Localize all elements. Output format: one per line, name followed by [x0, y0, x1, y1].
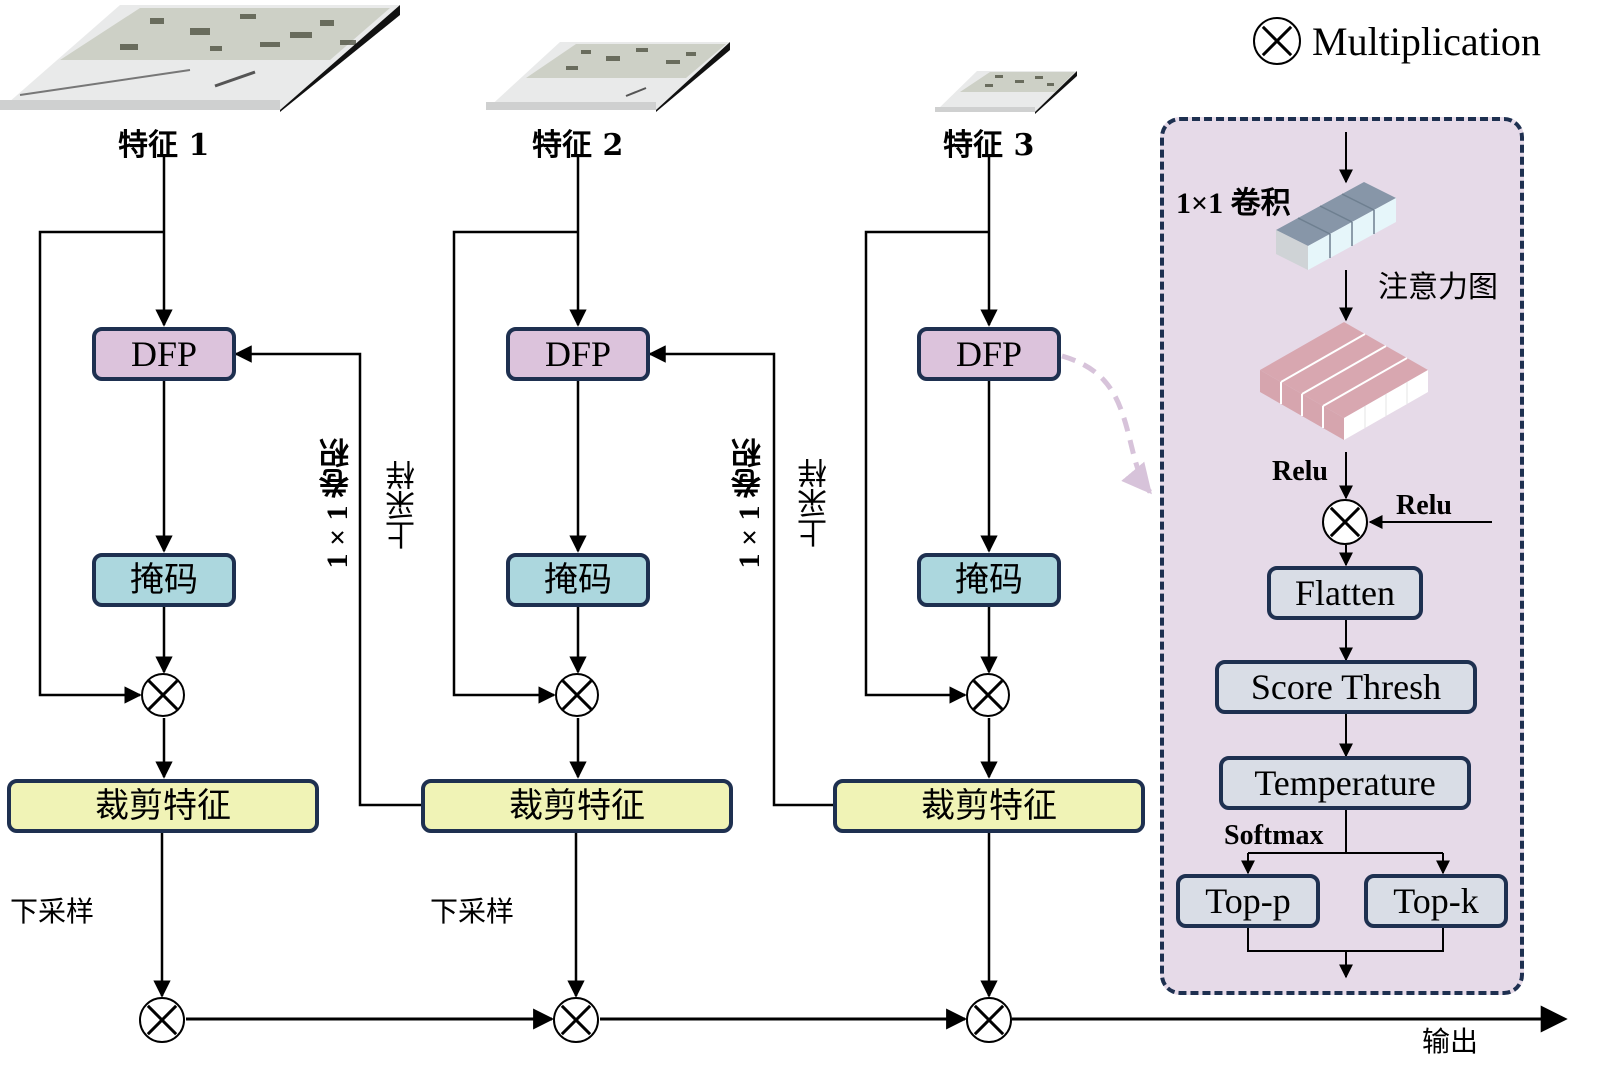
dashed-link-dfp3-to-panel — [1061, 353, 1152, 495]
crop-feature-block-1-label: 裁剪特征 — [95, 786, 231, 826]
mask-block-3-label: 掩码 — [955, 560, 1023, 600]
dfp-block-2-label: DFP — [544, 334, 612, 374]
relu-label-top: Relu — [1272, 456, 1328, 487]
crop-feature-block-1: 裁剪特征 — [7, 779, 319, 833]
mask-block-3: 掩码 — [917, 553, 1061, 607]
feature-2-title: 特征 2 — [532, 128, 624, 163]
score-thresh-block-label: Score Thresh — [1250, 667, 1442, 707]
top-k-block: Top-k — [1364, 874, 1508, 928]
multiplication-node-col2 — [555, 673, 599, 717]
relu-label-side: Relu — [1396, 490, 1452, 521]
downsample-label-1: 下采样 — [10, 895, 95, 928]
wire-feat3-skip — [864, 230, 989, 704]
mask-block-1: 掩码 — [92, 553, 236, 607]
dfp-block-3-label: DFP — [955, 334, 1023, 374]
feature-map-3-image — [935, 71, 1077, 114]
top-p-block-label: Top-p — [1205, 881, 1291, 921]
attention-map-block-icon — [1260, 322, 1428, 440]
flatten-block: Flatten — [1267, 566, 1423, 620]
softmax-label: Softmax — [1224, 820, 1324, 851]
crop-feature-block-3-label: 裁剪特征 — [921, 786, 1057, 826]
panel-conv-label: 1×1 卷积 — [1176, 187, 1291, 220]
multiplication-node-bottom-3 — [966, 997, 1012, 1043]
output-label: 输出 — [1422, 1025, 1479, 1058]
feature-map-1-image — [0, 5, 400, 112]
conv-label-connector-2: 1×1 卷积 — [733, 438, 766, 569]
temperature-block: Temperature — [1219, 756, 1471, 810]
crop-feature-block-2: 裁剪特征 — [421, 779, 733, 833]
flatten-block-label: Flatten — [1295, 573, 1395, 613]
multiplication-node-panel — [1322, 499, 1368, 545]
legend-label: Multiplication — [1312, 19, 1541, 64]
multiplication-node-bottom-1 — [139, 997, 185, 1043]
dfp-block-3: DFP — [917, 327, 1061, 381]
dfp-block-2: DFP — [506, 327, 650, 381]
attention-map-label: 注意力图 — [1378, 270, 1498, 305]
dfp-block-1: DFP — [92, 327, 236, 381]
wire-crop2-to-dfp1 — [234, 345, 422, 807]
wire-feat2-skip — [452, 230, 578, 704]
feature-3-title: 特征 3 — [943, 128, 1035, 163]
score-thresh-block: Score Thresh — [1215, 660, 1477, 714]
mask-block-2: 掩码 — [506, 553, 650, 607]
multiplication-circle-icon — [1253, 17, 1301, 65]
crop-feature-block-3: 裁剪特征 — [833, 779, 1145, 833]
upsample-label-connector-1: 上采样 — [386, 460, 421, 550]
mask-block-2-label: 掩码 — [544, 560, 612, 600]
wire-crop3-to-dfp2 — [648, 345, 834, 807]
feature-map-2-image — [486, 42, 730, 112]
feature-1-title: 特征 1 — [118, 128, 210, 163]
dfp-block-1-label: DFP — [130, 334, 198, 374]
conv-kernel-block-icon — [1276, 182, 1396, 270]
downsample-label-2: 下采样 — [430, 895, 515, 928]
conv-label-connector-1: 1×1 卷积 — [321, 438, 354, 569]
upsample-label-connector-2: 上采样 — [798, 458, 833, 548]
top-k-block-label: Top-k — [1393, 881, 1479, 921]
multiplication-node-col3 — [966, 673, 1010, 717]
wire-feat1-skip — [38, 230, 164, 704]
multiplication-node-bottom-2 — [553, 997, 599, 1043]
crop-feature-block-2-label: 裁剪特征 — [509, 786, 645, 826]
multiplication-node-col1 — [141, 673, 185, 717]
mask-block-1-label: 掩码 — [130, 560, 198, 600]
top-p-block: Top-p — [1176, 874, 1320, 928]
temperature-block-label: Temperature — [1254, 763, 1436, 803]
